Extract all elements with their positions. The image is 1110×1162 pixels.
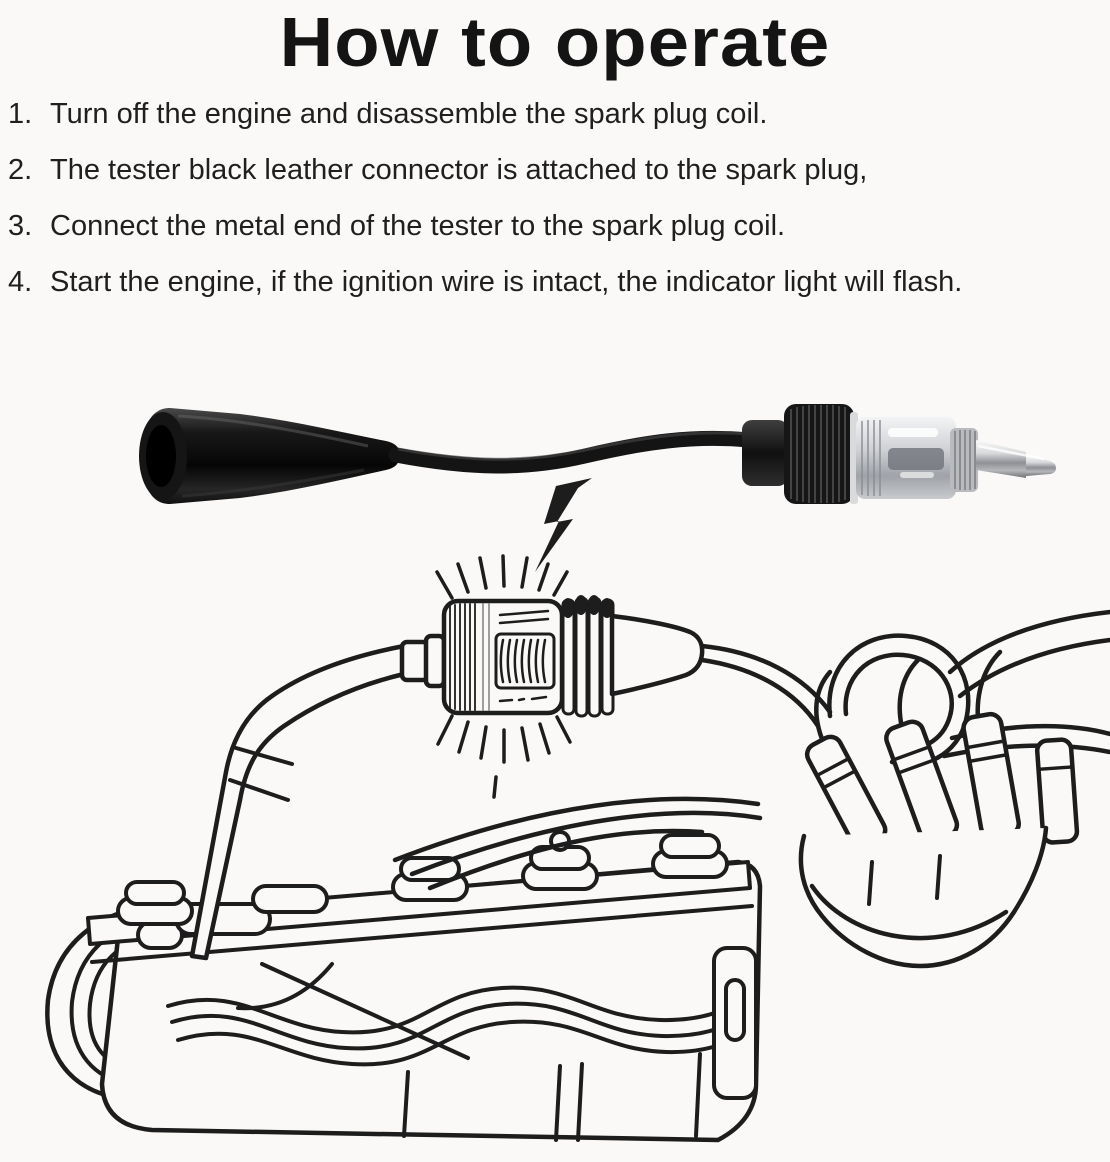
indicator-coil <box>499 638 547 684</box>
step-1: 1. Turn off the engine and disassemble t… <box>8 97 1100 131</box>
ignition-wires <box>699 609 1110 767</box>
spark-plug-wire-tube <box>189 633 447 961</box>
step-1-number: 1. <box>8 98 33 130</box>
step-3-text: Connect the metal end of the tester to t… <box>50 210 786 242</box>
clear-indicator-body <box>856 417 956 499</box>
spark-plug-bosses <box>116 830 729 926</box>
step-4-number: 4. <box>8 266 33 298</box>
black-rubber-boot <box>139 408 400 504</box>
spark-flash-rays <box>435 554 572 799</box>
tester-head <box>742 404 1056 504</box>
metal-probe-tip <box>976 440 1056 478</box>
step-4-text: Start the engine, if the ignition wire i… <box>50 266 963 298</box>
lightning-bolt-icon <box>535 478 592 572</box>
step-3-number: 3. <box>8 210 33 242</box>
tester-bellows <box>561 595 615 718</box>
step-2-text: The tester black leather connector is at… <box>50 154 868 186</box>
inline-tester-drawing <box>441 595 705 718</box>
step-1-text: Turn off the engine and disassemble the … <box>50 98 768 130</box>
engine-block <box>45 796 763 1143</box>
figure-area <box>0 380 1110 1162</box>
step-2: 2. The tester black leather connector is… <box>8 153 1100 187</box>
step-4: 4. Start the engine, if the ignition wir… <box>8 265 1100 299</box>
page-title: How to operate <box>279 3 831 81</box>
distributor-cap <box>798 711 1080 969</box>
knurled-ring <box>784 404 854 504</box>
instruction-steps: 1. Turn off the engine and disassemble t… <box>0 97 1110 299</box>
ridged-collar <box>950 428 978 492</box>
operation-diagram <box>45 478 1110 1143</box>
flexible-cable <box>388 430 758 474</box>
cable-ferrule <box>742 420 788 486</box>
step-2-number: 2. <box>8 154 33 186</box>
tester-photo <box>139 404 1056 504</box>
tester-boot-cone <box>609 613 705 697</box>
indicator-window <box>494 632 556 690</box>
step-3: 3. Connect the metal end of the tester t… <box>8 209 1100 243</box>
